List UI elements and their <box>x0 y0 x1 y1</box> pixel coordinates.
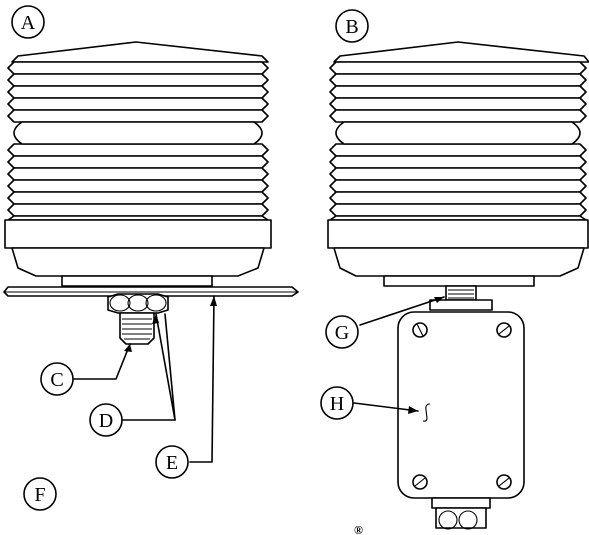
shield-plate <box>329 203 587 217</box>
hex-nut <box>107 293 169 314</box>
shield-plate <box>7 97 269 111</box>
callout-e: E <box>155 445 189 479</box>
svg-text:H: H <box>330 393 344 415</box>
shield-plate <box>329 85 587 99</box>
leader-arrowheads <box>124 296 444 414</box>
callout-f: F <box>23 477 57 511</box>
shield-plate <box>329 61 587 75</box>
box-screw <box>496 474 512 490</box>
svg-text:E: E <box>166 452 178 474</box>
shield-plate <box>7 143 269 157</box>
shield-plate <box>7 191 269 205</box>
junction-box <box>397 311 525 499</box>
shield-plate <box>7 203 269 217</box>
callout-c: C <box>40 362 74 396</box>
registered-mark: ® <box>354 523 363 535</box>
leader-d-2 <box>164 313 176 421</box>
right-shield-mount-plate <box>383 275 535 287</box>
svg-text:A: A <box>21 12 36 34</box>
svg-text:C: C <box>50 369 63 391</box>
bottom-cable-gland <box>431 497 491 530</box>
leader-e <box>189 295 215 463</box>
shield-plate <box>7 167 269 181</box>
svg-text:F: F <box>34 484 45 506</box>
left-radiation-shield <box>4 41 272 287</box>
left-shield-mount-plate <box>61 275 213 287</box>
shield-plate <box>329 191 587 205</box>
shield-plate <box>7 179 269 193</box>
shield-plate <box>7 109 269 123</box>
box-screw <box>496 322 512 338</box>
shield-plate <box>7 85 269 99</box>
leader-h <box>353 402 419 412</box>
leader-c <box>73 343 131 380</box>
svg-text:D: D <box>99 410 113 432</box>
right-shield-base-ring <box>327 219 589 249</box>
left-shield-plates <box>7 61 269 221</box>
shield-plate <box>329 155 587 169</box>
shield-plate <box>329 97 587 111</box>
box-screw <box>412 322 428 338</box>
left-shield-cap <box>11 41 269 63</box>
shield-plate <box>7 73 269 87</box>
right-shield-plates <box>329 61 587 221</box>
box-screw <box>412 474 428 490</box>
callout-d: D <box>89 403 123 437</box>
svg-text:G: G <box>335 322 349 344</box>
shield-plate-center <box>13 121 263 145</box>
shield-plate <box>7 61 269 75</box>
svg-text:B: B <box>345 16 358 38</box>
leader-g <box>359 296 445 326</box>
shield-plate <box>329 73 587 87</box>
junction-box-body <box>397 311 525 499</box>
callout-b: B <box>335 9 369 43</box>
shield-plate <box>7 155 269 169</box>
right-shield-lower-housing <box>333 247 585 277</box>
internal-wire-mark <box>422 403 431 422</box>
shield-plate-center <box>335 121 581 145</box>
shield-plate <box>329 109 587 123</box>
right-shield-cap <box>333 41 589 63</box>
right-radiation-shield <box>327 41 589 287</box>
right-coupling <box>429 285 493 311</box>
callout-h: H <box>320 386 354 420</box>
leader-lines <box>73 295 445 463</box>
shield-plate <box>329 167 587 181</box>
left-mounting-nut <box>107 293 169 345</box>
callout-g: G <box>325 315 359 349</box>
callout-a: A <box>11 5 45 39</box>
shield-plate <box>329 179 587 193</box>
left-shield-base-ring <box>4 219 272 249</box>
shield-plate <box>329 143 587 157</box>
left-shield-lower-housing <box>11 247 265 277</box>
